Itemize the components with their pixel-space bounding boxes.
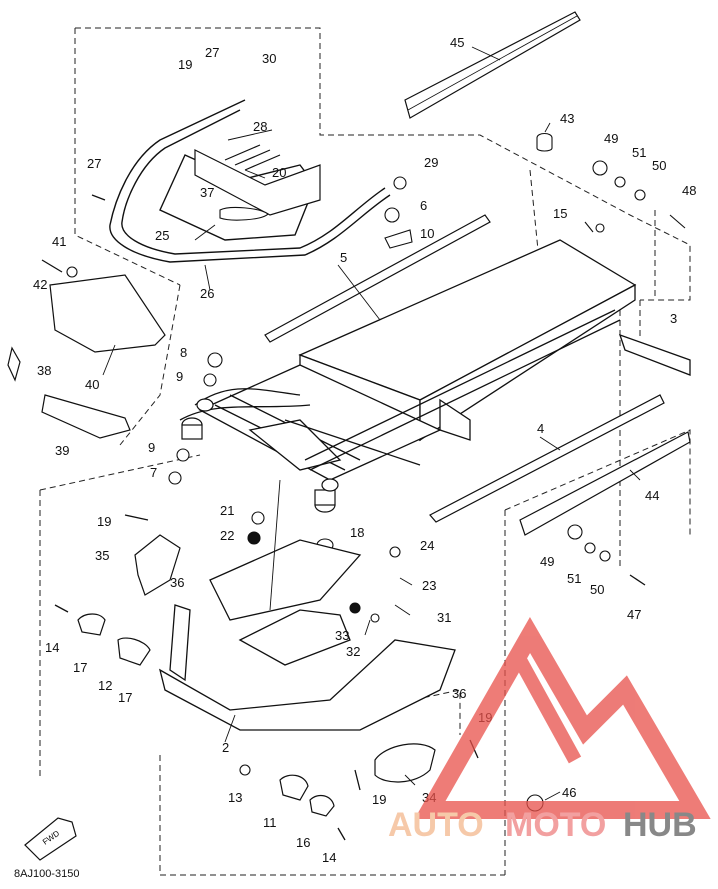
label-20: 20 bbox=[272, 165, 286, 180]
label-36a: 36 bbox=[170, 575, 184, 590]
main-frame bbox=[198, 239, 637, 481]
label-5: 5 bbox=[340, 250, 347, 265]
label-46: 46 bbox=[562, 785, 576, 800]
label-17b: 17 bbox=[118, 690, 132, 705]
watermark-hub: HUB bbox=[623, 806, 697, 844]
brackets bbox=[77, 534, 436, 817]
label-39: 39 bbox=[55, 443, 69, 458]
grab-handle-20 bbox=[194, 144, 321, 216]
label-9a: 9 bbox=[176, 369, 183, 384]
label-43: 43 bbox=[560, 111, 574, 126]
front-assembly bbox=[158, 539, 456, 731]
bolts bbox=[41, 194, 646, 841]
label-50b: 50 bbox=[590, 582, 604, 597]
label-8: 8 bbox=[180, 345, 187, 360]
label-42: 42 bbox=[33, 277, 47, 292]
watermark-auto: AUTO bbox=[388, 806, 484, 844]
label-49: 49 bbox=[604, 131, 618, 146]
label-16: 16 bbox=[296, 835, 310, 850]
label-33: 33 bbox=[335, 628, 349, 643]
watermark-text: AUTO MOTO HUB bbox=[388, 806, 697, 844]
label-47: 47 bbox=[627, 607, 641, 622]
label-11: 11 bbox=[263, 815, 277, 830]
label-7: 7 bbox=[150, 465, 157, 480]
label-38: 38 bbox=[37, 363, 51, 378]
label-45: 45 bbox=[450, 35, 464, 50]
label-14a: 14 bbox=[45, 640, 59, 655]
label-50: 50 bbox=[652, 158, 666, 173]
rail-5 bbox=[264, 214, 491, 343]
label-36b: 36 bbox=[452, 686, 466, 701]
label-49b: 49 bbox=[540, 554, 554, 569]
label-51: 51 bbox=[632, 145, 646, 160]
label-2: 2 bbox=[222, 740, 229, 755]
rail-4 bbox=[429, 394, 665, 523]
label-37: 37 bbox=[200, 185, 214, 200]
label-27b: 27 bbox=[87, 156, 101, 171]
label-48: 48 bbox=[682, 183, 696, 198]
fwd-arrow-icon: FWD bbox=[24, 817, 77, 861]
label-29: 29 bbox=[424, 155, 438, 170]
label-32: 32 bbox=[346, 644, 360, 659]
label-21: 21 bbox=[220, 503, 234, 518]
label-22: 22 bbox=[220, 528, 234, 543]
watermark-logo-icon bbox=[414, 616, 711, 819]
label-10: 10 bbox=[420, 226, 434, 241]
label-41: 41 bbox=[52, 234, 66, 249]
label-30: 30 bbox=[262, 51, 276, 66]
label-18: 18 bbox=[350, 525, 364, 540]
label-9b: 9 bbox=[148, 440, 155, 455]
label-13: 13 bbox=[228, 790, 242, 805]
label-31: 31 bbox=[437, 610, 451, 625]
label-25: 25 bbox=[155, 228, 169, 243]
label-40: 40 bbox=[85, 377, 99, 392]
label-35: 35 bbox=[95, 548, 109, 563]
leader-lines bbox=[102, 46, 641, 801]
part-44-strip bbox=[519, 431, 691, 536]
shock-mounts bbox=[181, 398, 339, 513]
label-19b: 19 bbox=[97, 514, 111, 529]
struts bbox=[179, 309, 691, 471]
label-15: 15 bbox=[553, 206, 567, 221]
part-45-strip bbox=[404, 11, 581, 119]
part-37 bbox=[219, 206, 269, 221]
label-19a: 19 bbox=[178, 57, 192, 72]
watermark-moto: MOTO bbox=[505, 806, 606, 844]
label-17a: 17 bbox=[73, 660, 87, 675]
label-19d: 19 bbox=[372, 792, 386, 807]
label-23: 23 bbox=[422, 578, 436, 593]
drawing-code: 8AJ100-3150 bbox=[14, 868, 79, 880]
label-12: 12 bbox=[98, 678, 112, 693]
label-44: 44 bbox=[645, 488, 659, 503]
label-51b: 51 bbox=[567, 571, 581, 586]
label-6: 6 bbox=[420, 198, 427, 213]
label-26: 26 bbox=[200, 286, 214, 301]
label-14b: 14 bbox=[322, 850, 336, 865]
label-24: 24 bbox=[420, 538, 434, 553]
deflector bbox=[7, 274, 166, 439]
label-28: 28 bbox=[253, 119, 267, 134]
label-3: 3 bbox=[670, 311, 677, 326]
label-4: 4 bbox=[537, 421, 544, 436]
label-27a: 27 bbox=[205, 45, 219, 60]
